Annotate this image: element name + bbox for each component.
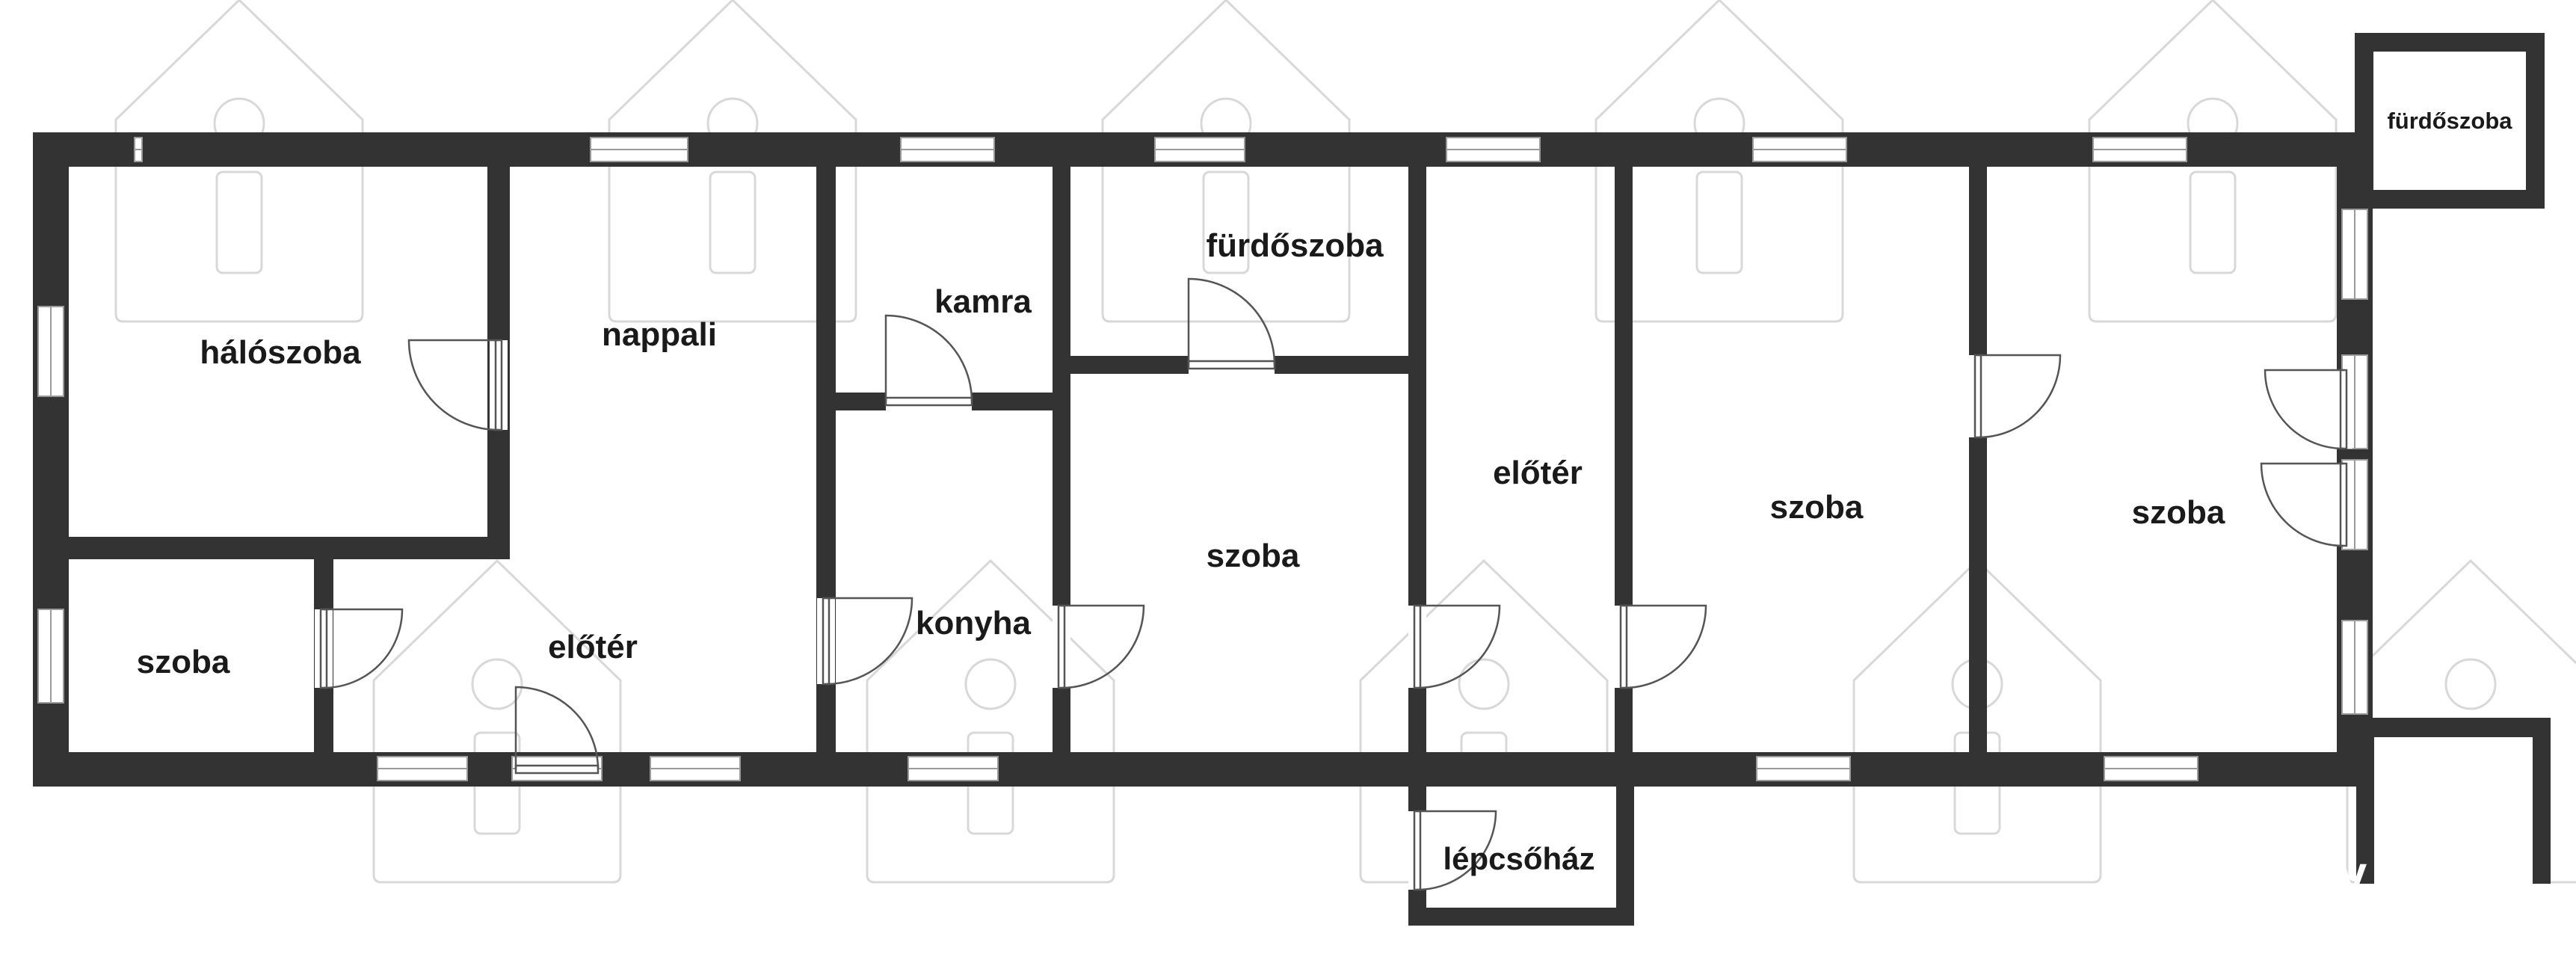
label-szoba2: szoba: [1207, 538, 1300, 574]
label-furdo1: fürdőszoba: [1206, 227, 1384, 264]
label-halo: hálószoba: [200, 334, 361, 371]
door-swing: [884, 314, 973, 402]
label-nappali: nappali: [602, 316, 717, 353]
door-swing: [323, 608, 404, 689]
door-leaf: [1619, 604, 1628, 689]
label-szoba4: szoba: [2132, 494, 2225, 531]
door-leaf: [319, 608, 328, 689]
doors: [315, 277, 2352, 891]
door-swing: [407, 339, 499, 431]
watermark-house-icon: [1101, 0, 1351, 323]
door-leaf: [514, 764, 600, 775]
wall-eloter2-left: [1408, 167, 1426, 787]
wall-szoba3-right: [1969, 167, 1987, 752]
door-leaf: [822, 597, 831, 686]
label-szoba1: szoba: [137, 644, 230, 680]
lepcso-interior: [1426, 787, 1616, 908]
furdo2-interior: [2373, 52, 2526, 190]
door-swing: [1417, 810, 1497, 891]
wall-halo-bottom: [69, 537, 510, 559]
door-swing: [1623, 604, 1707, 689]
door-leaf: [1057, 604, 1066, 689]
windows: [37, 137, 2368, 781]
label-kamra: kamra: [934, 283, 1032, 320]
label-szoba3: szoba: [1770, 489, 1864, 526]
watermark-text: VÁROSI: [2338, 855, 2531, 904]
door-leaf: [1413, 810, 1422, 891]
door-swing: [1977, 354, 2062, 439]
door-leaf: [1973, 354, 1982, 439]
label-eloter1: előtér: [548, 629, 638, 665]
door-swing: [514, 686, 600, 770]
label-eloter2: előtér: [1493, 455, 1583, 491]
door-swing: [825, 597, 913, 686]
door-leaf: [2339, 369, 2348, 450]
door-leaf: [2339, 462, 2348, 547]
door-swing: [1061, 604, 1145, 689]
door-leaf: [1187, 360, 1276, 370]
bottom-right-box-interior: [2374, 737, 2533, 884]
door-swing: [2264, 369, 2344, 450]
label-furdo2: fürdőszoba: [2387, 108, 2512, 134]
room-labels: hálószoba nappali kamra fürdőszoba fürdő…: [137, 108, 2513, 876]
door-swing: [1417, 604, 1501, 689]
label-lepcso: lépcsőház: [1443, 841, 1594, 876]
door-swing: [1187, 277, 1276, 366]
door-leaf: [1413, 604, 1422, 689]
door-leaf: [494, 339, 503, 431]
door-leaf: [884, 396, 973, 407]
label-konyha: konyha: [916, 605, 1032, 641]
door-swing: [2260, 462, 2344, 547]
walls: [33, 33, 2551, 926]
